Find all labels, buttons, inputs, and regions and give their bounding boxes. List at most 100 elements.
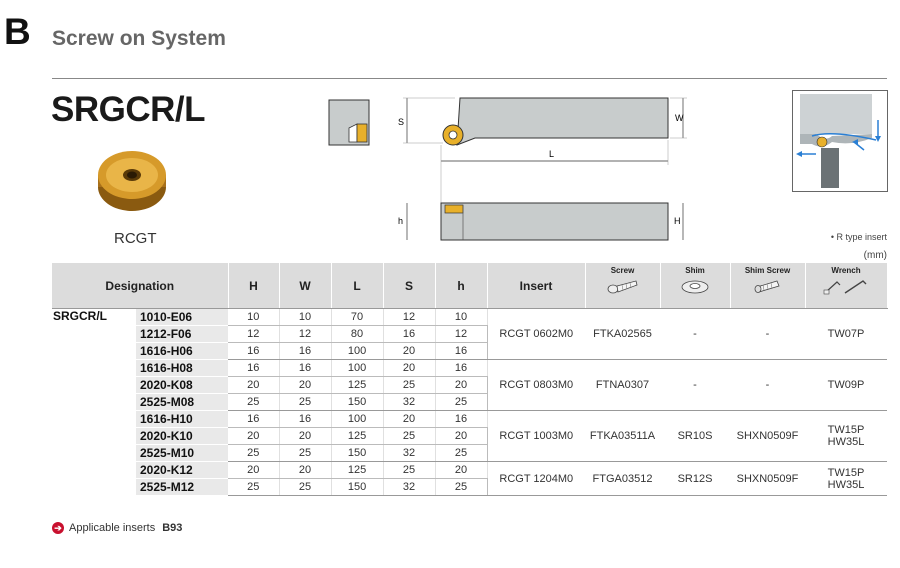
group-screw: FTKA03511A	[585, 410, 661, 462]
group-shim-screw: -	[730, 359, 806, 411]
cell-h: 20	[435, 461, 488, 479]
screw-icon	[607, 280, 637, 294]
designation-code: 1212-F06	[136, 325, 229, 343]
header-screw: Screw	[585, 263, 661, 309]
cell-W: 10	[279, 308, 332, 326]
cell-W: 16	[279, 342, 332, 360]
cell-h: 16	[435, 410, 488, 428]
cell-L: 125	[331, 427, 384, 445]
cell-S: 25	[383, 427, 436, 445]
table-header-row: Designation H W L S h Insert Screw Shim	[52, 263, 888, 309]
insert-image	[98, 151, 166, 211]
holder-side-view	[328, 99, 370, 146]
designation-code: 1616-H06	[136, 342, 229, 360]
header-h: h	[435, 263, 488, 309]
cell-S: 20	[383, 410, 436, 428]
cell-h: 12	[435, 325, 488, 343]
cell-H: 20	[228, 427, 280, 445]
group-wrench: TW07P	[805, 308, 888, 360]
header-wrench-label: Wrench	[831, 266, 861, 275]
header-L: L	[331, 263, 384, 309]
designation-code: 1616-H08	[136, 359, 229, 377]
cell-L: 150	[331, 393, 384, 411]
cell-L: 80	[331, 325, 384, 343]
cell-H: 12	[228, 325, 280, 343]
cell-S: 32	[383, 478, 436, 496]
group-shim-screw: -	[730, 308, 806, 360]
header-S: S	[383, 263, 436, 309]
cell-W: 20	[279, 376, 332, 394]
cell-W: 20	[279, 461, 332, 479]
group-shim: SR12S	[660, 461, 731, 496]
arrow-right-icon: ➔	[52, 522, 64, 534]
cell-W: 16	[279, 359, 332, 377]
cell-S: 12	[383, 308, 436, 326]
cell-h: 25	[435, 393, 488, 411]
group-screw: FTKA02565	[585, 308, 661, 360]
header-divider	[52, 78, 887, 79]
dim-h-label: h	[398, 216, 403, 226]
cell-h: 25	[435, 478, 488, 496]
dim-w-label: W	[675, 113, 684, 123]
designation-code: 2525-M08	[136, 393, 229, 411]
applicable-inserts-ref[interactable]: B93	[162, 522, 183, 534]
cell-S: 25	[383, 376, 436, 394]
cell-S: 32	[383, 393, 436, 411]
cell-h: 16	[435, 359, 488, 377]
rtype-note: • R type insert	[830, 232, 887, 242]
cell-h: 25	[435, 444, 488, 462]
group-shim: -	[660, 359, 731, 411]
header-screw-label: Screw	[610, 266, 635, 275]
cell-L: 70	[331, 308, 384, 326]
insert-name: RCGT	[114, 230, 157, 247]
cell-H: 16	[228, 359, 280, 377]
cell-W: 25	[279, 393, 332, 411]
cell-L: 100	[331, 342, 384, 360]
section-title: Screw on System	[52, 27, 226, 50]
cell-S: 20	[383, 359, 436, 377]
shim-screw-icon	[754, 280, 780, 293]
cell-L: 100	[331, 410, 384, 428]
header-shim-screw-label: Shim Screw	[744, 266, 791, 275]
designation-code: 2525-M12	[136, 478, 229, 496]
designation-code: 1010-E06	[136, 308, 229, 326]
cell-h: 10	[435, 308, 488, 326]
cell-S: 16	[383, 325, 436, 343]
header-shim-label: Shim	[685, 266, 705, 275]
cell-S: 25	[383, 461, 436, 479]
cell-S: 20	[383, 342, 436, 360]
cell-H: 20	[228, 376, 280, 394]
dim-l-label: L	[549, 149, 554, 159]
group-shim-screw: SHXN0509F	[730, 410, 806, 462]
cell-L: 125	[331, 376, 384, 394]
wrench-primary: TW07P	[827, 328, 865, 340]
cell-W: 25	[279, 444, 332, 462]
designation-code: 2020-K08	[136, 376, 229, 394]
cell-L: 150	[331, 444, 384, 462]
wrench-icon	[823, 280, 867, 295]
header-designation: Designation	[52, 263, 229, 309]
cell-L: 100	[331, 359, 384, 377]
cell-L: 125	[331, 461, 384, 479]
cell-h: 16	[435, 342, 488, 360]
cell-H: 25	[228, 478, 280, 496]
cell-h: 20	[435, 427, 488, 445]
designation-code: 1616-H10	[136, 410, 229, 428]
group-shim-screw: SHXN0509F	[730, 461, 806, 496]
dim-s-label: S	[398, 117, 404, 127]
group-insert: RCGT 0803M0	[486, 359, 586, 411]
header-shim-screw: Shim Screw	[730, 263, 806, 309]
group-insert: RCGT 0602M0	[486, 308, 586, 360]
designation-code: 2525-M10	[136, 444, 229, 462]
